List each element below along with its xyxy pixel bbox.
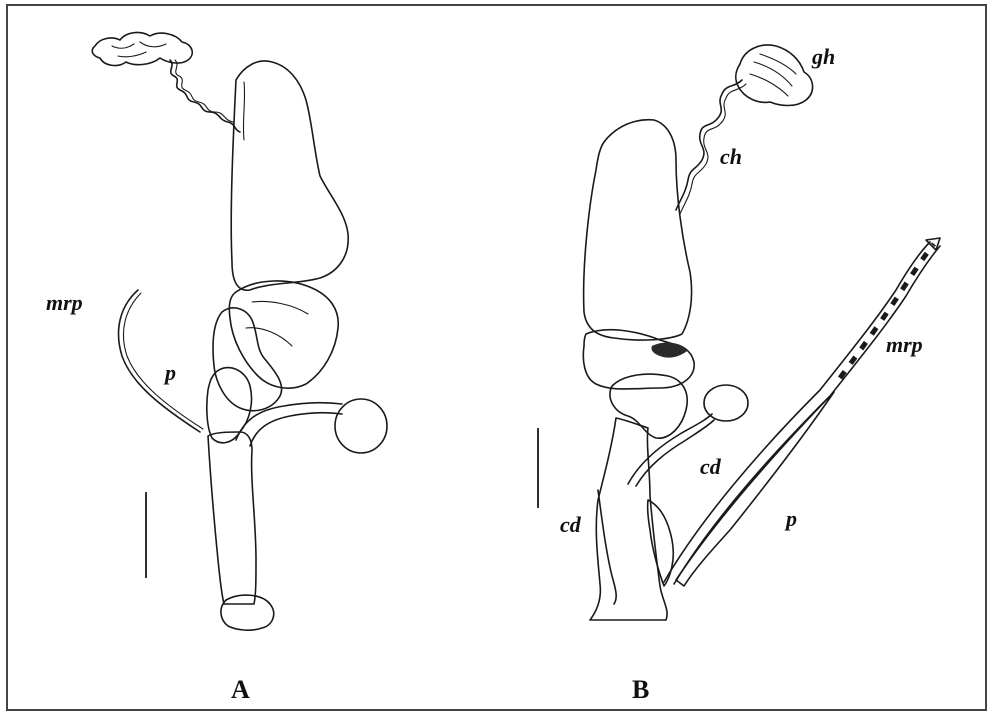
panel-a-letter: A <box>231 675 250 704</box>
panel-a-label-mrp: mrp <box>46 290 83 315</box>
figure-frame <box>7 5 986 710</box>
panel-b-label-ch: ch <box>720 144 742 169</box>
panel-b-label-cd-right: cd <box>700 454 722 479</box>
panel-b-label-mrp: mrp <box>886 332 923 357</box>
panel-b-label-gh: gh <box>811 44 835 69</box>
panel-a-label-p: p <box>163 360 176 385</box>
panel-b-label-cd-left: cd <box>560 512 582 537</box>
panel-b-label-p: p <box>784 506 797 531</box>
panel-b-letter: B <box>632 675 649 704</box>
